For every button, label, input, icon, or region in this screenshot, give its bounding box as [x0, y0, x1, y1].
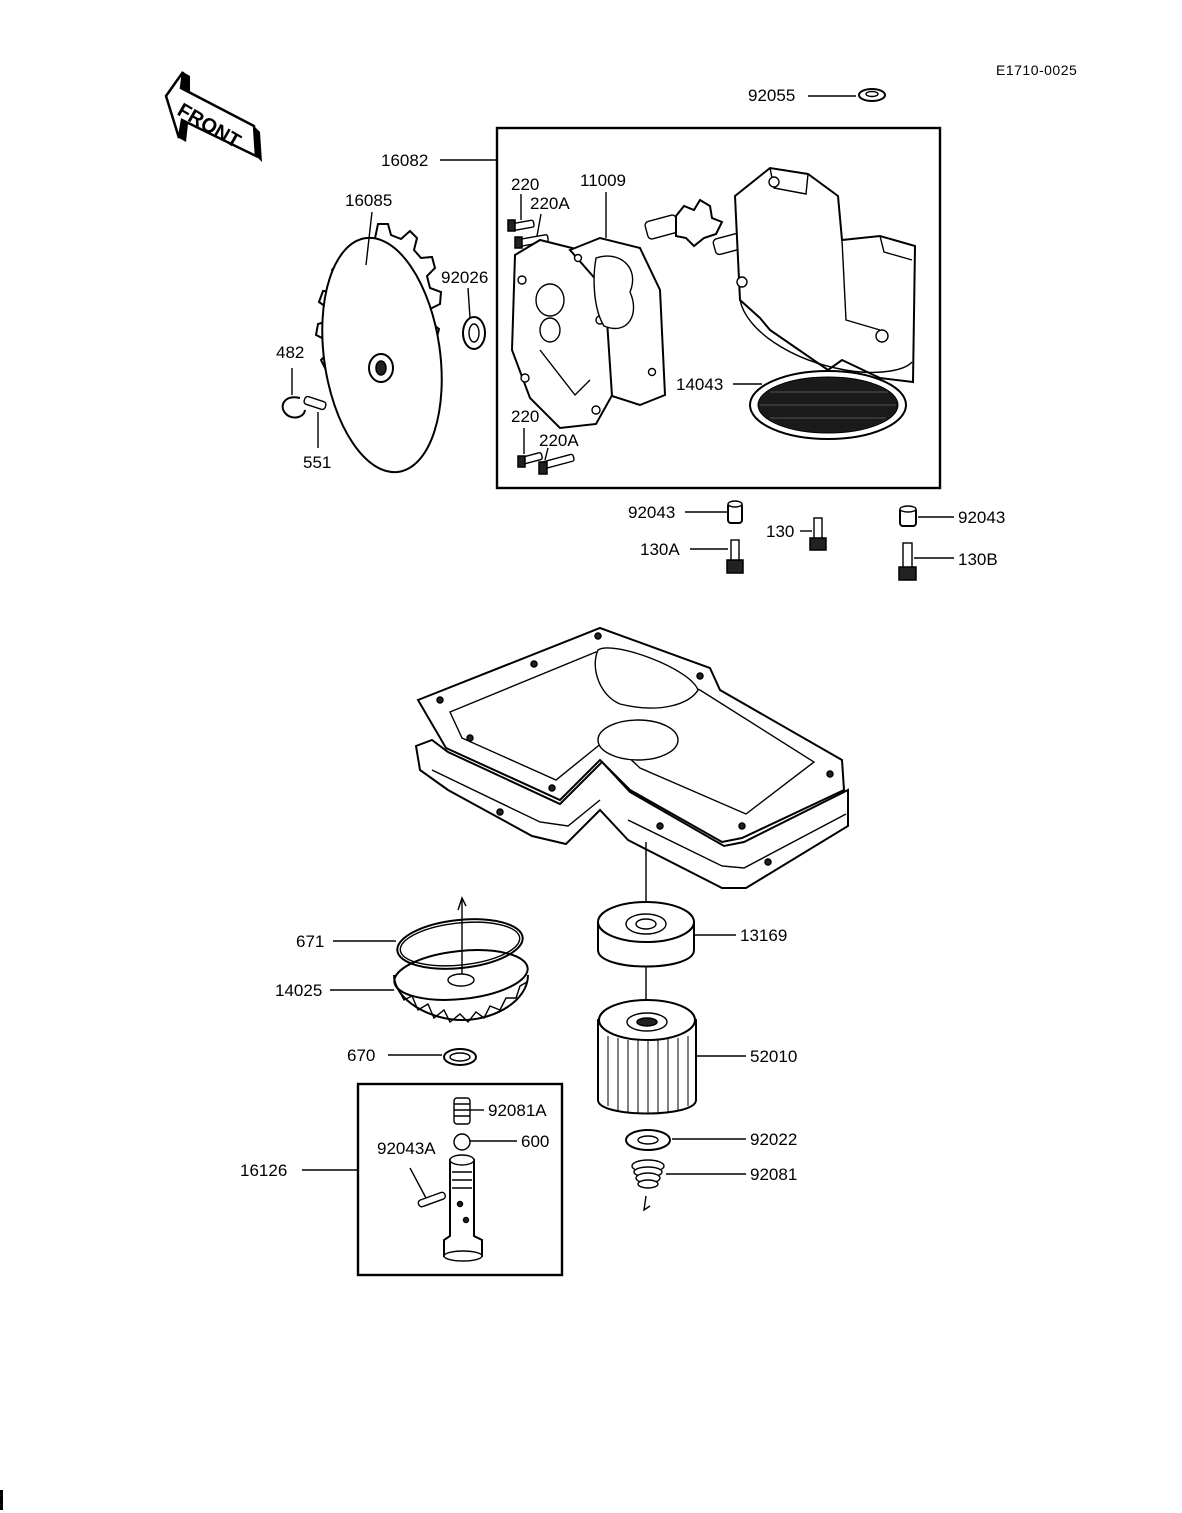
callout-220A-bottom: 220A: [539, 431, 579, 450]
part-16085-sprocket: [314, 223, 443, 474]
part-600-ball: [453, 1133, 471, 1151]
part-92022-washer: [625, 1129, 671, 1151]
part-551-pin: [303, 395, 327, 411]
callout-671: 671: [296, 932, 324, 951]
callout-11009: 11009: [580, 171, 626, 190]
callout-92043-right: 92043: [958, 508, 1005, 527]
part-92043-dowel-left: [727, 500, 743, 524]
pump-assembly-box: [495, 126, 942, 490]
callout-130: 130: [766, 522, 794, 541]
part-130A-bolt: [726, 539, 744, 574]
callout-92081A: 92081A: [488, 1101, 547, 1120]
callout-551: 551: [303, 453, 331, 472]
part-671-o-ring: [396, 896, 524, 975]
part-220A-screw-bottom: [538, 453, 575, 475]
part-52010-oil-filter: [597, 999, 697, 1115]
part-14043-screen: [749, 370, 907, 440]
callout-92043-left: 92043: [628, 503, 675, 522]
callout-600: 600: [521, 1132, 549, 1151]
callout-92022: 92022: [750, 1130, 797, 1149]
part-13169-filter-cover: [597, 901, 695, 968]
part-92081A-spring: [453, 1097, 471, 1125]
callout-220-bottom: 220: [511, 407, 539, 426]
front-arrow-icon: FRONT: [164, 71, 262, 162]
callout-52010: 52010: [750, 1047, 797, 1066]
callout-130B: 130B: [958, 550, 998, 569]
callout-220A-top: 220A: [530, 194, 570, 213]
callout-92081: 92081: [750, 1165, 797, 1184]
part-pump-cover: [510, 238, 617, 430]
part-oil-pan: [414, 719, 849, 889]
callout-14043: 14043: [676, 375, 723, 394]
part-670-o-ring: [443, 1048, 477, 1066]
callout-92043A: 92043A: [377, 1139, 436, 1158]
callout-92026: 92026: [441, 268, 488, 287]
part-220-screw-bottom: [517, 452, 543, 468]
part-92026-washer: [462, 316, 486, 350]
part-14025-strainer: [393, 949, 529, 1024]
callout-482: 482: [276, 343, 304, 362]
part-92043A-pin: [417, 1191, 447, 1208]
callout-220-top: 220: [511, 175, 539, 194]
relief-valve-box: [356, 1082, 564, 1277]
callout-16082: 16082: [381, 151, 428, 170]
callout-16126: 16126: [240, 1161, 287, 1180]
page-edge-mark: [0, 1490, 3, 1510]
part-482-clip: [281, 396, 306, 419]
part-relief-valve-body: [443, 1154, 483, 1262]
callout-130A: 130A: [640, 540, 680, 559]
part-92081-spring: [631, 1159, 665, 1212]
part-11009-gasket: [568, 236, 667, 407]
callout-16085: 16085: [345, 191, 392, 210]
diagram-code: E1710-0025: [996, 62, 1077, 78]
part-130B-bolt: [898, 542, 917, 581]
part-130-bolt: [809, 517, 827, 551]
callout-13169: 13169: [740, 926, 787, 945]
part-220-screw-top: [507, 219, 535, 232]
callout-14025: 14025: [275, 981, 322, 1000]
part-92055-washer: [858, 88, 886, 102]
callout-670: 670: [347, 1046, 375, 1065]
part-pump-body: [733, 166, 917, 384]
callout-92055: 92055: [748, 86, 795, 105]
part-92043-dowel-right: [899, 505, 917, 527]
